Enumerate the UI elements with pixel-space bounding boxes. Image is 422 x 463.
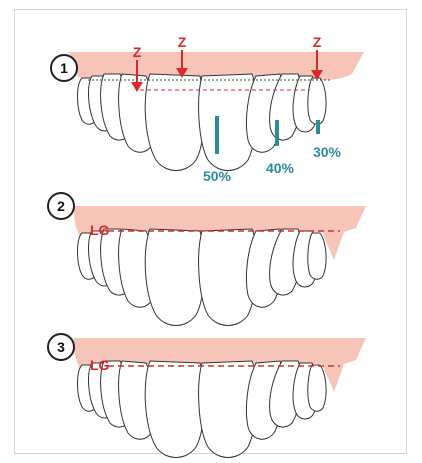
teal-bar-50 bbox=[215, 116, 219, 154]
teal-bar-40 bbox=[275, 120, 279, 146]
step-number-3: 3 bbox=[57, 339, 65, 355]
teeth-row bbox=[78, 74, 327, 171]
panel-2: LG 2 bbox=[48, 193, 366, 326]
step-number-1: 1 bbox=[60, 60, 68, 76]
zenith-label-2: Z bbox=[178, 34, 187, 50]
zenith-label-1: Z bbox=[133, 44, 142, 60]
zenith-label-3: Z bbox=[313, 34, 322, 50]
teeth-row bbox=[78, 361, 327, 458]
lg-label: LG bbox=[90, 357, 110, 373]
percent-label-40: 40% bbox=[266, 160, 295, 176]
teeth-row bbox=[78, 229, 327, 326]
panel-1: Z Z Z 50% 40% 30% 1 bbox=[51, 34, 364, 184]
teal-bar-30 bbox=[316, 120, 320, 134]
percent-label-50: 50% bbox=[203, 168, 232, 184]
lg-label: LG bbox=[90, 222, 110, 238]
step-number-2: 2 bbox=[57, 198, 65, 214]
panel-3: LG 3 bbox=[48, 334, 366, 458]
percent-label-30: 30% bbox=[313, 144, 342, 160]
